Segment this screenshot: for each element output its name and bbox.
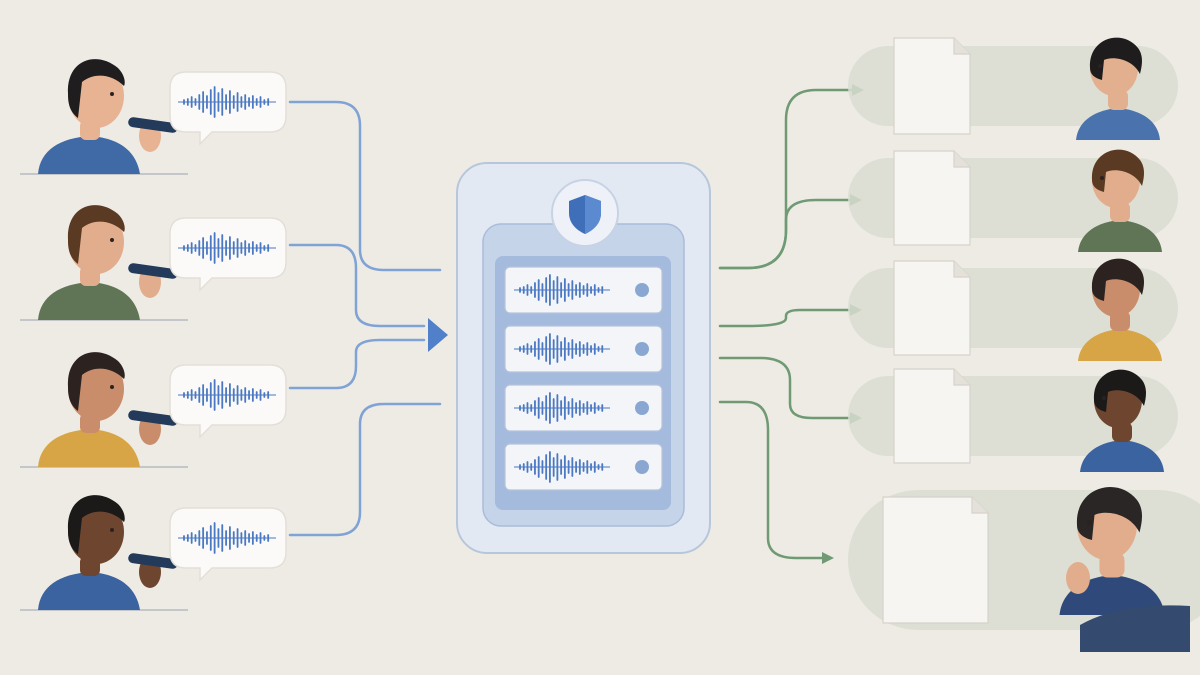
status-led	[635, 460, 649, 474]
voice-bubble-2	[169, 217, 287, 292]
recipient-3	[1078, 258, 1162, 361]
speech-bubble-shape	[169, 507, 287, 582]
speaker-group	[20, 59, 188, 611]
document-icon	[882, 496, 989, 624]
output-connectors	[718, 84, 864, 564]
voice-bubble-4	[169, 507, 287, 582]
recipient-torso	[1078, 220, 1162, 252]
recipient-eye	[1098, 64, 1102, 68]
secure-server	[456, 162, 711, 554]
audio-waveform-icon	[514, 274, 610, 306]
phone-icon	[128, 553, 178, 569]
recipient-hair	[1076, 486, 1142, 540]
recipient-hair	[1091, 258, 1144, 301]
server-slot-4	[504, 443, 663, 491]
recipient-torso	[1078, 329, 1162, 361]
voice-bubble-3	[169, 364, 287, 439]
inbound-arrow-head	[428, 318, 448, 352]
speaker-eye	[110, 92, 114, 96]
output-connector-3	[718, 304, 862, 328]
speaker-torso	[38, 429, 140, 467]
server-slot-stack	[504, 266, 663, 491]
input-connectors	[288, 100, 442, 537]
recipient-eye	[1102, 396, 1106, 400]
output-connector-5	[718, 400, 834, 564]
input-connector-4	[288, 402, 442, 537]
audio-waveform-icon	[178, 86, 276, 118]
server-slot-3	[504, 384, 663, 432]
server-slot-2	[504, 325, 663, 373]
recipient-torso	[1076, 108, 1160, 140]
recipient-hand	[1066, 562, 1090, 594]
document-icon	[893, 260, 971, 356]
output-connector-2	[718, 194, 862, 270]
audio-waveform-icon	[514, 333, 610, 365]
recipient-eye	[1100, 176, 1104, 180]
speaker-torso	[38, 572, 140, 610]
document-fold	[953, 369, 970, 386]
speaker-4	[20, 495, 188, 611]
audio-waveform-icon	[514, 392, 610, 424]
recipient-4	[1080, 369, 1164, 472]
recipient-group	[1059, 37, 1190, 652]
audio-waveform-icon	[178, 522, 276, 554]
document-fold	[953, 151, 970, 168]
speaker-eye	[110, 238, 114, 242]
phone-icon	[128, 263, 178, 279]
recipient-eye	[1087, 520, 1092, 525]
speaker-eye	[110, 385, 114, 389]
speaker-3	[20, 352, 188, 468]
document-icon	[893, 150, 971, 246]
chair-icon	[1080, 605, 1190, 652]
recipient-2	[1078, 149, 1162, 252]
speech-bubble-shape	[169, 217, 287, 292]
audio-waveform-icon	[178, 232, 276, 264]
document-fold	[971, 497, 988, 514]
recipient-5	[1059, 486, 1165, 615]
recipient-hair	[1093, 369, 1146, 412]
phone-icon	[128, 117, 178, 133]
document-icon	[893, 37, 971, 135]
speaker-1	[20, 59, 188, 175]
input-connector-3	[288, 338, 426, 390]
recipient-hair	[1091, 149, 1144, 192]
speaker-hair	[67, 495, 125, 554]
voice-bubble-1	[169, 71, 287, 146]
speaker-hair	[67, 352, 125, 411]
recipient-1	[1076, 37, 1160, 140]
speaker-2	[20, 205, 188, 321]
shield-icon	[551, 179, 619, 247]
input-connector-1	[288, 100, 442, 272]
voice-bubble-group	[169, 71, 287, 582]
phone-icon	[128, 410, 178, 426]
output-connector-1	[718, 84, 864, 270]
audio-waveform-icon	[178, 379, 276, 411]
status-led	[635, 283, 649, 297]
recipient-torso	[1080, 440, 1164, 472]
document-fold	[953, 261, 970, 278]
status-led	[635, 401, 649, 415]
server-slot-1	[504, 266, 663, 314]
speaker-torso	[38, 282, 140, 320]
document-icon	[893, 368, 971, 464]
recipient-hair	[1089, 37, 1142, 80]
document-fold	[953, 38, 970, 55]
audio-waveform-icon	[514, 451, 610, 483]
speaker-hair	[67, 59, 125, 118]
speech-bubble-shape	[169, 71, 287, 146]
input-connector-2	[288, 243, 426, 328]
recipient-eye	[1100, 285, 1104, 289]
status-led	[635, 342, 649, 356]
output-connector-4	[718, 356, 862, 424]
speaker-eye	[110, 528, 114, 532]
speaker-hair	[67, 205, 125, 264]
speaker-torso	[38, 136, 140, 174]
speech-bubble-shape	[169, 364, 287, 439]
